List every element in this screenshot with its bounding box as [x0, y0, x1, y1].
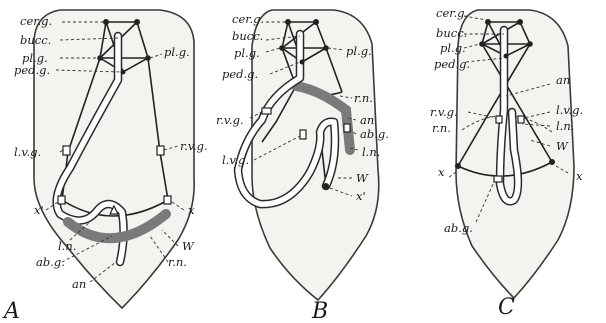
caption-c: C	[498, 295, 515, 320]
ganglion-lvg-a	[63, 146, 70, 155]
label-pedg-c: ped.g.	[434, 57, 470, 71]
panel-a: cer.g. bucc. pl.g. pl.g. ped.g. l.v.g. r…	[2, 10, 208, 323]
ganglion-pl-right-a	[145, 55, 151, 61]
ganglion-pl-right-b	[323, 45, 329, 51]
ganglion-rvg-b	[262, 108, 271, 114]
label-W-c: W	[556, 139, 569, 153]
label-rn-c: r.n.	[432, 121, 451, 135]
ganglion-cer-left-a	[103, 19, 109, 25]
ganglion-ped-a	[121, 70, 126, 75]
ganglion-pl-left-a	[97, 55, 103, 61]
ganglion-x-right-c	[549, 159, 555, 165]
ganglion-cer-right-a	[134, 19, 140, 25]
ganglion-pl-right-c	[527, 41, 533, 47]
ganglion-rvg-a	[157, 146, 164, 155]
label-x-b: x'	[356, 189, 366, 203]
label-plg-c: pl.g.	[440, 41, 466, 55]
caption-a: A	[2, 299, 20, 323]
label-bucc-c: bucc.	[436, 26, 467, 40]
ganglion-lvg-b	[300, 130, 306, 139]
label-pedg-a: ped.g.	[14, 63, 50, 77]
label-ln-c: l.n.	[556, 119, 574, 133]
label-bucc-b: bucc.	[232, 29, 263, 43]
label-x-left-c: x	[438, 165, 445, 179]
ganglion-abg-c	[494, 176, 502, 182]
ganglion-x-left-a	[58, 196, 65, 204]
label-bucc-a: bucc.	[20, 33, 51, 47]
label-lvg-c: l.v.g.	[556, 103, 583, 117]
ganglion-cer-right-c	[517, 19, 523, 25]
label-ln-a: l.n.	[58, 239, 76, 253]
label-W-b: W	[356, 171, 369, 185]
label-cerg-c: cer.g.	[436, 6, 468, 20]
label-rn-b: r.n.	[354, 91, 373, 105]
caption-b: B	[311, 299, 328, 323]
ganglion-x-b	[323, 183, 329, 189]
label-rvg-b: r.v.g.	[216, 113, 244, 127]
label-an-b: an	[360, 113, 374, 127]
label-cerg-b: cer.g.	[232, 12, 264, 26]
label-rn-a: r.n.	[168, 255, 187, 269]
ganglion-x-right-a	[164, 196, 171, 204]
label-lvg-b: l.v.g.	[222, 153, 249, 167]
label-cerg-a: cer.g.	[20, 14, 52, 28]
label-plg-right-b: pl.g.	[346, 44, 372, 58]
label-abg-b: ab.g.	[360, 127, 389, 141]
label-abg-c: ab.g.	[444, 221, 473, 235]
label-x-right-c: x	[576, 169, 583, 183]
panel-c: cer.g. bucc. pl.g. ped.g. an r.v.g. l.v.…	[430, 6, 583, 320]
label-W-a: W	[182, 239, 195, 253]
label-an-a: an	[72, 277, 86, 291]
panel-b: cer.g. bucc. pl.g. pl.g. ped.g. r.n. r.v…	[216, 10, 389, 323]
label-rvg-a: r.v.g.	[180, 139, 208, 153]
label-an-c: an	[556, 73, 570, 87]
ganglion-pl-left-c	[479, 41, 485, 47]
ganglion-lvg-c	[518, 116, 524, 123]
label-x-right-a: x	[188, 203, 195, 217]
ganglion-cer-right-b	[313, 19, 319, 25]
ganglion-ped-b	[300, 60, 305, 65]
ganglion-ped-c	[504, 54, 509, 59]
label-plg-left-b: pl.g.	[234, 46, 260, 60]
ganglion-abg-b	[344, 124, 350, 132]
ganglion-rvg-c	[496, 116, 502, 123]
ganglion-x-left-c	[455, 163, 461, 169]
label-x-left-a: x'	[34, 203, 44, 217]
ganglion-pl-left-b	[279, 45, 285, 51]
label-pedg-b: ped.g.	[222, 67, 258, 81]
label-lvg-a: l.v.g.	[14, 145, 41, 159]
label-rvg-c: r.v.g.	[430, 105, 458, 119]
label-plg-right-a: pl.g.	[164, 45, 190, 59]
ganglion-cer-left-b	[285, 19, 291, 25]
label-ln-b: l.n.	[362, 145, 380, 159]
label-abg-a: ab.g.	[36, 255, 65, 269]
